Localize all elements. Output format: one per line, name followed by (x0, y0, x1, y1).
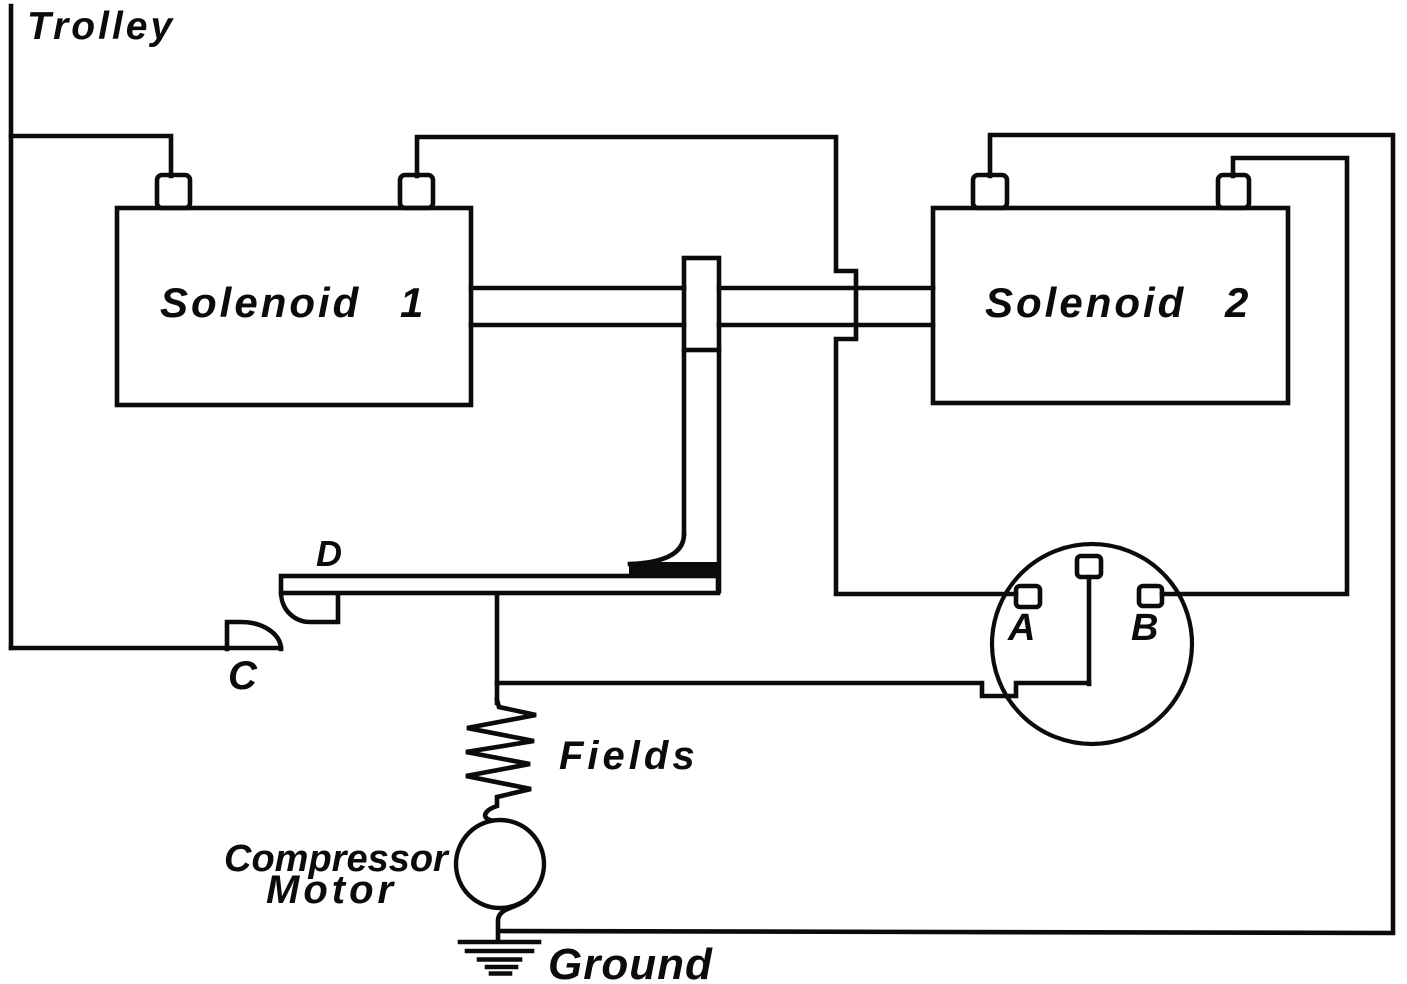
svg-text:Fields: Fields (559, 734, 699, 778)
svg-text:Solenoid: Solenoid (160, 279, 361, 326)
svg-text:B: B (1131, 607, 1158, 649)
svg-text:1: 1 (400, 279, 423, 326)
svg-text:A: A (1007, 607, 1035, 649)
svg-text:Motor: Motor (266, 868, 397, 912)
svg-text:D: D (316, 533, 342, 574)
svg-text:2: 2 (1224, 279, 1248, 326)
svg-text:C: C (228, 654, 258, 698)
svg-text:Ground: Ground (548, 940, 713, 984)
svg-text:Trolley: Trolley (27, 5, 175, 48)
svg-text:Compressor: Compressor (224, 838, 450, 880)
svg-text:Solenoid: Solenoid (985, 279, 1186, 326)
